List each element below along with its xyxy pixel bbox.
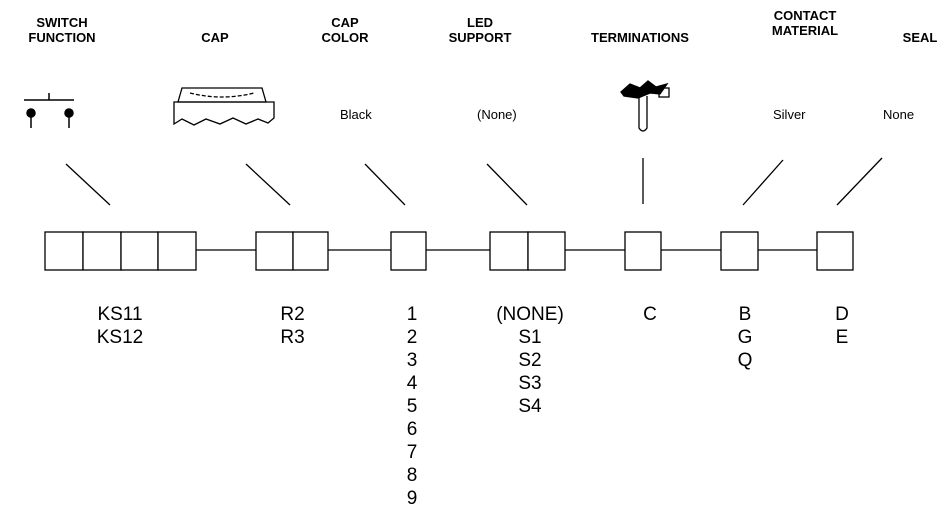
option-code: S1 <box>518 327 542 348</box>
header-line: MATERIAL <box>771 23 839 38</box>
header-line: CAP <box>331 15 359 30</box>
header-seal: SEAL <box>895 30 945 45</box>
header-line: TERMINATIONS <box>591 30 689 45</box>
header-terminations: TERMINATIONS <box>575 30 705 45</box>
contact-material-code-box <box>720 231 759 271</box>
terminations-options: C <box>635 303 665 326</box>
option-code: S2 <box>518 350 542 371</box>
header-led-support: LED SUPPORT <box>435 15 525 45</box>
switch-function-code-box <box>44 231 84 271</box>
option-code: Q <box>737 350 753 371</box>
option-code: 3 <box>406 350 418 371</box>
header-switch-function: SWITCH FUNCTION <box>12 15 112 45</box>
header-contact-material: CONTACT MATERIAL <box>750 8 860 38</box>
connector-lines <box>65 157 883 206</box>
option-code: B <box>738 304 752 325</box>
code-boxes <box>44 231 854 271</box>
header-line: LED <box>467 15 493 30</box>
option-code: G <box>737 327 753 348</box>
keycap-icon <box>173 87 275 126</box>
header-cap: CAP <box>180 30 250 45</box>
option-code: S4 <box>518 396 542 417</box>
cap-color-code-box <box>390 231 427 271</box>
header-line: CONTACT <box>773 8 837 23</box>
cap-code-box <box>292 231 329 271</box>
header-line: SUPPORT <box>448 30 512 45</box>
switch-function-code-box <box>157 231 197 271</box>
option-code: 4 <box>406 373 418 394</box>
option-code: 8 <box>406 465 418 486</box>
header-line: FUNCTION <box>28 30 96 45</box>
led-support-description: (None) <box>477 107 517 122</box>
header-cap-color: CAP COLOR <box>305 15 385 45</box>
terminations-code-box <box>624 231 662 271</box>
option-code: KS11 <box>97 304 143 325</box>
led-support-code-box <box>489 231 529 271</box>
option-code: 2 <box>406 327 418 348</box>
option-code: 5 <box>406 396 418 417</box>
seal-description: None <box>883 107 915 122</box>
cap-color-description: Black <box>340 107 372 122</box>
option-code: R2 <box>280 304 305 325</box>
cap-code-box <box>255 231 294 271</box>
contact-material-description: Silver <box>773 107 806 122</box>
switch-function-code-box <box>120 231 159 271</box>
header-line: COLOR <box>321 30 369 45</box>
option-code: 7 <box>406 442 418 463</box>
option-code: 9 <box>406 488 418 509</box>
header-line: SEAL <box>902 30 938 45</box>
pc-pin-terminal-icon <box>620 80 670 132</box>
seal-code-box <box>816 231 854 271</box>
header-line: SWITCH <box>36 15 88 30</box>
option-code: 1 <box>406 304 418 325</box>
option-code: KS12 <box>96 327 144 348</box>
switch-function-code-box <box>82 231 122 271</box>
option-code: S3 <box>518 373 542 394</box>
option-code: 6 <box>406 419 418 440</box>
option-code: E <box>835 327 849 348</box>
option-code: (NONE) <box>496 304 564 325</box>
option-code: R3 <box>280 327 305 348</box>
header-line: CAP <box>201 30 229 45</box>
option-code: C <box>643 304 657 325</box>
option-code: D <box>835 304 849 325</box>
switch-symbol-icon <box>24 93 74 128</box>
led-support-code-box <box>527 231 566 271</box>
